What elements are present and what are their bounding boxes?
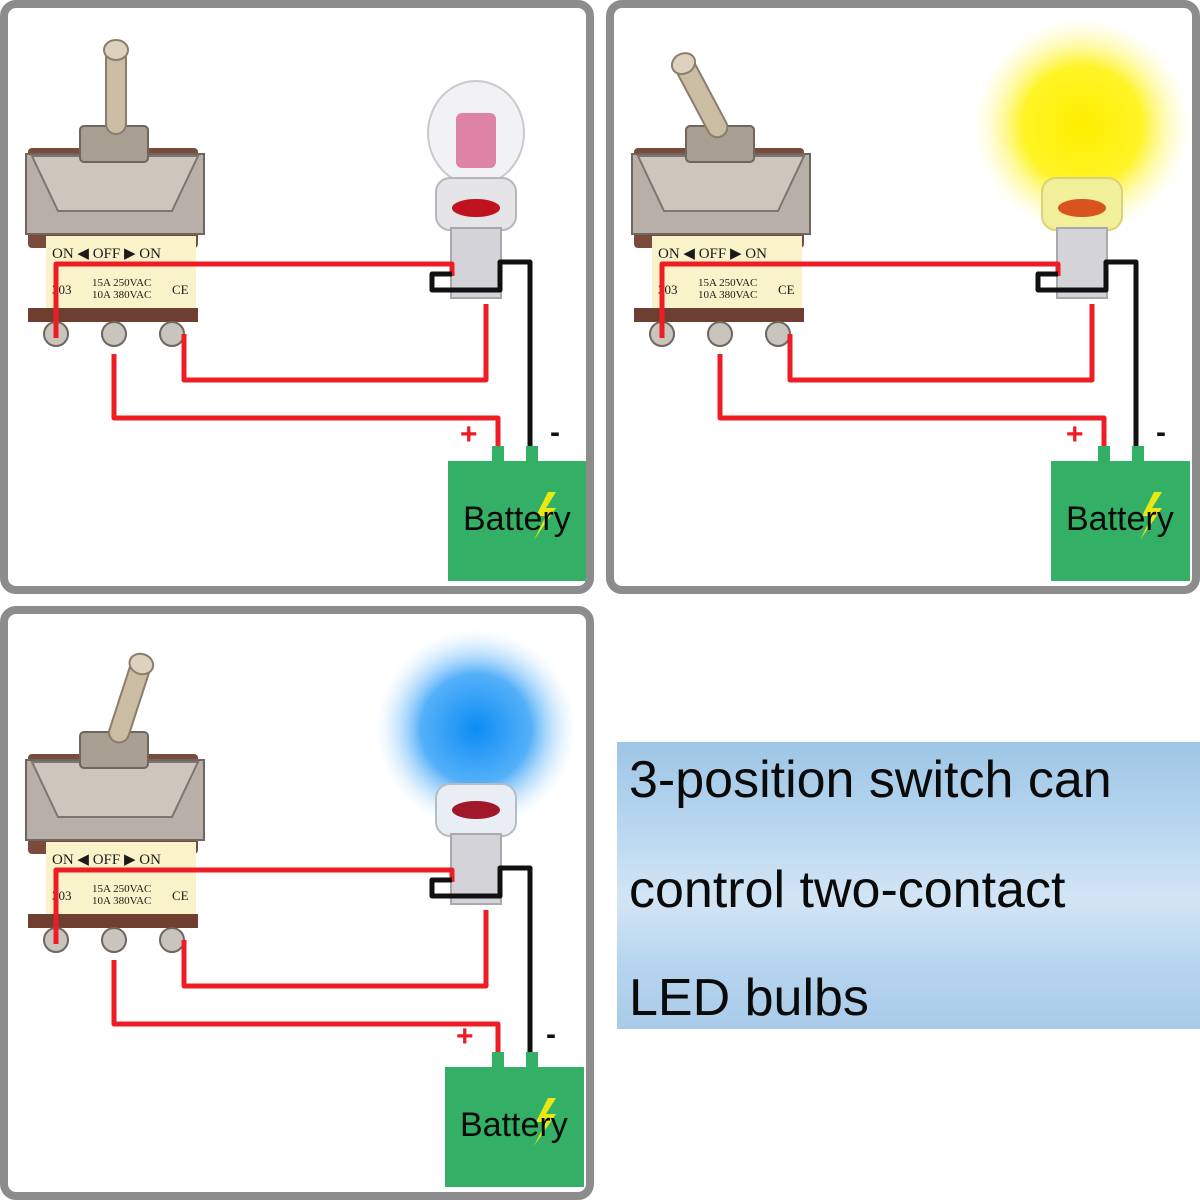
battery-terminal-positive [1098, 446, 1110, 462]
battery-body [445, 1067, 584, 1187]
wiring-panel-off: ON ◀ OFF ▶ ON 303 15A 250VAC 10A 380VAC … [0, 0, 594, 594]
switch-rating-1: 15A 250VAC [92, 277, 151, 289]
wires [53, 259, 533, 448]
switch-positions-text: ON ◀ OFF ▶ ON [658, 246, 767, 262]
switch-terminals [649, 321, 791, 347]
caption-line-1: 3-position switch can [629, 751, 1112, 809]
switch-rating-2: 10A 380VAC [92, 895, 151, 907]
wire-black-bulb-loop [429, 259, 533, 448]
wire-red-battery-positive [111, 354, 501, 448]
bulb-red-lens [452, 801, 500, 819]
wire-red-bulb-return [787, 304, 1095, 383]
caption-box: 3-position switch can control two-contac… [617, 742, 1200, 1029]
battery-plus-sign: + [456, 1020, 474, 1053]
wire-red-switch-to-bulb [659, 261, 1061, 338]
wire-red-battery-positive [717, 354, 1107, 448]
battery-label: Battery [460, 1106, 568, 1144]
switch-rating-1: 15A 250VAC [92, 883, 151, 895]
battery-terminal-positive [492, 1052, 504, 1068]
switch-bracket [636, 155, 806, 212]
wiring-diagram-blue: ON ◀ OFF ▶ ON 303 15A 250VAC 10A 380VAC … [25, 629, 584, 1187]
bulb-glow [376, 629, 576, 829]
battery-plus-sign: + [1066, 418, 1084, 451]
switch-rating-2: 10A 380VAC [92, 289, 151, 301]
battery-terminal-negative [526, 446, 538, 462]
lightning-icon [534, 492, 556, 540]
toggle-tip [103, 39, 129, 61]
bulb-red-lens [452, 199, 500, 217]
switch-positions-text: ON ◀ OFF ▶ ON [52, 246, 161, 262]
led-bulb [974, 18, 1190, 299]
bulb-base [450, 833, 502, 905]
switch-ce-mark: CE [172, 282, 189, 297]
wire-red-switch-to-bulb [53, 261, 455, 338]
switch-bracket [30, 155, 200, 212]
terminal-center [707, 321, 733, 347]
switch-rating-2: 10A 380VAC [698, 289, 757, 301]
battery-plus-sign: + [460, 418, 478, 451]
wiring-panel-blue: ON ◀ OFF ▶ ON 303 15A 250VAC 10A 380VAC … [0, 606, 594, 1200]
battery: Battery + - [1051, 416, 1190, 581]
toggle-switch: ON ◀ OFF ▶ ON 303 15A 250VAC 10A 380VAC … [25, 652, 205, 953]
terminal-right [159, 321, 185, 347]
bulb-led-chip [456, 113, 496, 168]
switch-label-plate [46, 236, 196, 308]
battery-minus-sign: - [546, 1018, 556, 1051]
lightning-icon [534, 1098, 556, 1146]
switch-terminals [43, 927, 185, 953]
lightning-icon [1140, 492, 1162, 540]
switch-base [28, 914, 198, 928]
toggle-switch: ON ◀ OFF ▶ ON 303 15A 250VAC 10A 380VAC … [25, 39, 205, 347]
switch-base [634, 308, 804, 322]
switch-base [28, 308, 198, 322]
switch-positions-text: ON ◀ OFF ▶ ON [52, 852, 161, 868]
led-bulb [427, 80, 525, 299]
switch-ce-mark: CE [778, 282, 795, 297]
terminal-center [101, 927, 127, 953]
wire-black-bulb-loop [1035, 259, 1139, 448]
bulb-glow [974, 18, 1190, 234]
terminal-center [101, 321, 127, 347]
wiring-diagram-off: ON ◀ OFF ▶ ON 303 15A 250VAC 10A 380VAC … [25, 39, 586, 581]
toggle-switch: ON ◀ OFF ▶ ON 303 15A 250VAC 10A 380VAC … [631, 52, 811, 347]
battery-minus-sign: - [550, 416, 560, 449]
battery: Battery + - [445, 1018, 584, 1187]
switch-rating-1: 15A 250VAC [698, 277, 757, 289]
caption-line-2: control two-contact [629, 861, 1066, 919]
wires [659, 259, 1139, 448]
wire-red-battery-positive [111, 960, 501, 1054]
battery: Battery + - [448, 416, 586, 581]
wiring-panel-yellow: ON ◀ OFF ▶ ON 303 15A 250VAC 10A 380VAC … [606, 0, 1200, 594]
switch-terminals [43, 321, 185, 347]
battery-label: Battery [463, 500, 571, 538]
battery-terminal-negative [1132, 446, 1144, 462]
wire-black-bulb-loop [429, 865, 533, 1054]
battery-terminal-negative [526, 1052, 538, 1068]
toggle-tip [670, 52, 697, 76]
led-bulb [376, 629, 576, 905]
battery-label: Battery [1066, 500, 1174, 538]
wire-red-switch-to-bulb [53, 867, 455, 944]
switch-ce-mark: CE [172, 888, 189, 903]
terminal-right [159, 927, 185, 953]
terminal-right [765, 321, 791, 347]
battery-terminal-positive [492, 446, 504, 462]
switch-bracket [30, 761, 200, 818]
bulb-red-lens [1058, 199, 1106, 217]
battery-body [448, 461, 586, 581]
battery-minus-sign: - [1156, 416, 1166, 449]
bulb-base [450, 227, 502, 299]
battery-body [1051, 461, 1190, 581]
wire-red-bulb-return [181, 304, 489, 383]
wire-red-bulb-return [181, 910, 489, 989]
bulb-base [1056, 227, 1108, 299]
wiring-diagram-yellow: ON ◀ OFF ▶ ON 303 15A 250VAC 10A 380VAC … [631, 18, 1190, 581]
switch-label-plate [652, 236, 802, 308]
toggle-tip [128, 652, 155, 676]
caption-line-3: LED bulbs [629, 969, 869, 1027]
wires [53, 865, 533, 1054]
switch-label-plate [46, 842, 196, 914]
